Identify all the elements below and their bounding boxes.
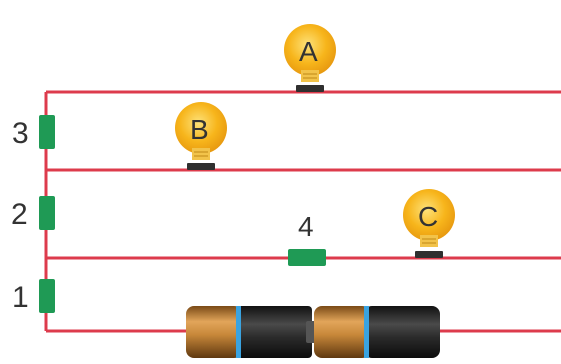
switch-2-label: 2 xyxy=(11,198,28,231)
switch-4-body[interactable] xyxy=(288,249,326,266)
switch-1-body[interactable] xyxy=(39,279,55,313)
bulb-c-label: C xyxy=(418,201,438,232)
bulb-b-label: B xyxy=(190,114,209,145)
bulb-b: B xyxy=(175,102,227,170)
switch-1-label: 1 xyxy=(12,281,29,314)
switch-4-label: 4 xyxy=(298,211,314,242)
bulb-a: A xyxy=(284,24,336,92)
light-bulb-icon xyxy=(175,102,227,170)
switch-2[interactable]: 2 xyxy=(11,196,55,231)
bulb-c: C xyxy=(403,189,455,258)
light-bulb-icon xyxy=(403,189,455,258)
switch-3-body[interactable] xyxy=(39,115,55,149)
switch-3[interactable]: 3 xyxy=(12,115,55,150)
switch-4[interactable]: 4 xyxy=(288,211,326,266)
switch-3-label: 3 xyxy=(12,117,29,150)
switch-2-body[interactable] xyxy=(39,196,55,230)
switch-1[interactable]: 1 xyxy=(12,279,55,314)
light-bulb-icon xyxy=(284,24,336,92)
battery-cell-2 xyxy=(314,306,440,358)
bulb-a-label: A xyxy=(299,36,318,67)
battery-cell-1 xyxy=(186,306,316,358)
battery-icon xyxy=(186,306,440,358)
